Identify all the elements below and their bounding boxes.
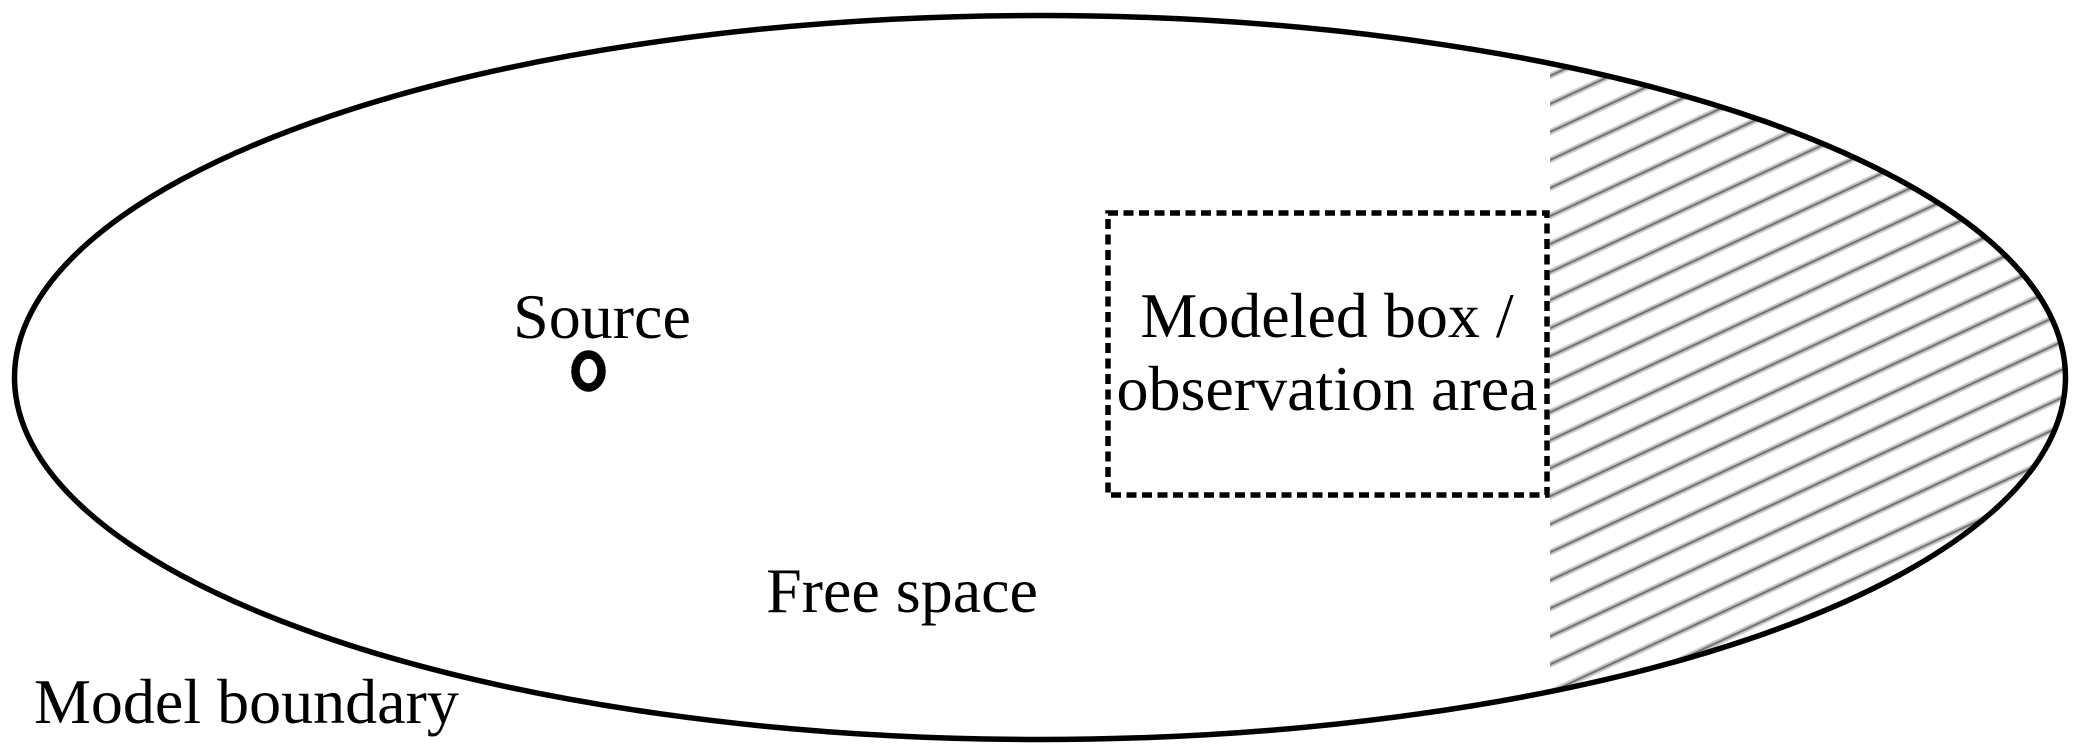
model-boundary-ellipse [11, 12, 2069, 743]
free-space-label: Free space [766, 555, 1038, 626]
modeled-box-label-line2: observation area [1116, 353, 1537, 424]
model-boundary-label: Model boundary [34, 666, 459, 737]
modeled-box-rect [1105, 210, 1550, 498]
source-label: Source [513, 281, 691, 352]
modeled-box-label-line1: Modeled box / [1140, 280, 1514, 351]
hatched-region [1550, 15, 2066, 740]
source-marker-icon [571, 350, 606, 392]
